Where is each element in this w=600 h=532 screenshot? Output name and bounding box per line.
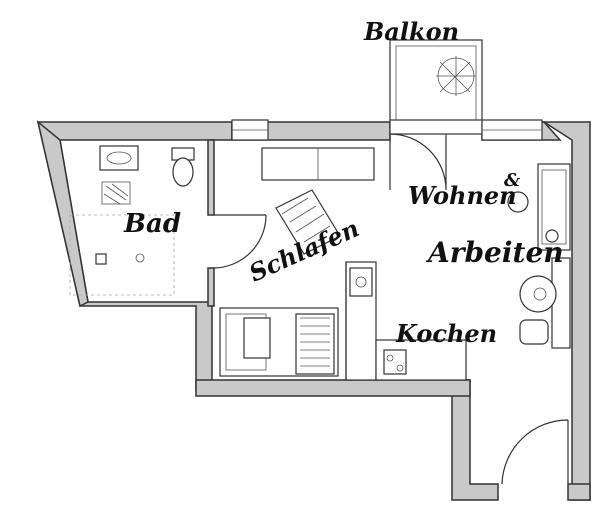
- room-label-ampersand: &: [504, 170, 521, 191]
- kitchen: [345, 261, 467, 381]
- wardrobe: [261, 147, 375, 181]
- balcony: [389, 39, 483, 133]
- room-label-arbeiten: Arbeiten: [425, 236, 564, 269]
- desk: [519, 257, 571, 349]
- bathroom-fixtures: [69, 145, 195, 296]
- rug: [275, 189, 341, 255]
- entrance-door-swing: [501, 419, 569, 485]
- windows: [231, 119, 543, 141]
- bed: [219, 307, 339, 377]
- room-label-bad: Bad: [123, 209, 181, 239]
- room-label-kochen: Kochen: [395, 319, 497, 348]
- sofa: [507, 163, 571, 251]
- balcony-door-swing: [389, 133, 447, 191]
- room-label-balkon: Balkon: [363, 17, 459, 46]
- bath-door-swing: [213, 214, 267, 269]
- room-label-wohnen: Wohnen: [408, 181, 517, 210]
